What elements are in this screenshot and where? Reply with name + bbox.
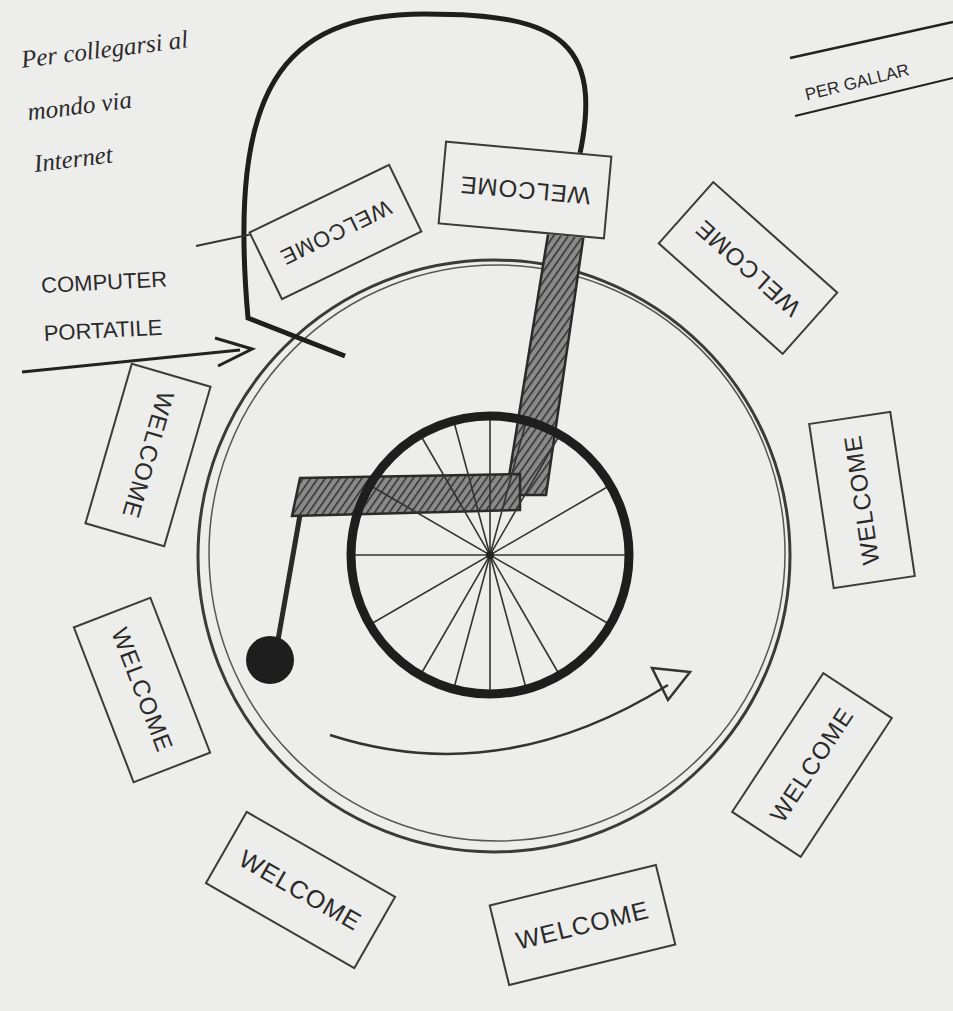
box-text: WELCOME xyxy=(690,214,806,322)
outer-ring-inner xyxy=(209,265,785,841)
rule-line xyxy=(790,22,953,58)
handwritten-note: Per collegarsi al mondo via Internet xyxy=(18,13,206,190)
welcome-box: WELCOME xyxy=(204,811,396,970)
box-text: WELCOME xyxy=(105,624,178,756)
seat xyxy=(292,474,520,516)
welcome-box: WELCOME xyxy=(438,141,613,240)
welcome-box: WELCOME xyxy=(731,672,893,859)
caster xyxy=(246,636,294,684)
welcome-box: WELCOME xyxy=(84,363,212,548)
box-text: WELCOME xyxy=(459,170,592,210)
leader-arrowhead xyxy=(215,338,252,366)
wheel-hub xyxy=(486,551,494,559)
rotation-arrowhead xyxy=(652,668,690,700)
box-text: WELCOME xyxy=(764,703,859,828)
welcome-box: WELCOME xyxy=(73,597,212,784)
welcome-box: WELCOME xyxy=(808,411,916,590)
front-leg xyxy=(278,515,300,640)
big-wheel xyxy=(351,416,629,694)
welcome-box: WELCOME xyxy=(657,181,838,355)
outer-ring xyxy=(198,260,790,852)
note-caps: COMPUTER PORTATILE xyxy=(40,253,220,359)
corner-note: PER GALLAR xyxy=(803,50,953,106)
box-text: WELCOME xyxy=(116,388,179,522)
welcome-box: WELCOME xyxy=(488,864,676,987)
box-text: WELCOME xyxy=(275,194,395,270)
box-text: WELCOME xyxy=(838,433,885,567)
box-text: WELCOME xyxy=(512,895,651,955)
box-text: WELCOME xyxy=(234,844,367,937)
welcome-box: WELCOME xyxy=(248,164,422,301)
